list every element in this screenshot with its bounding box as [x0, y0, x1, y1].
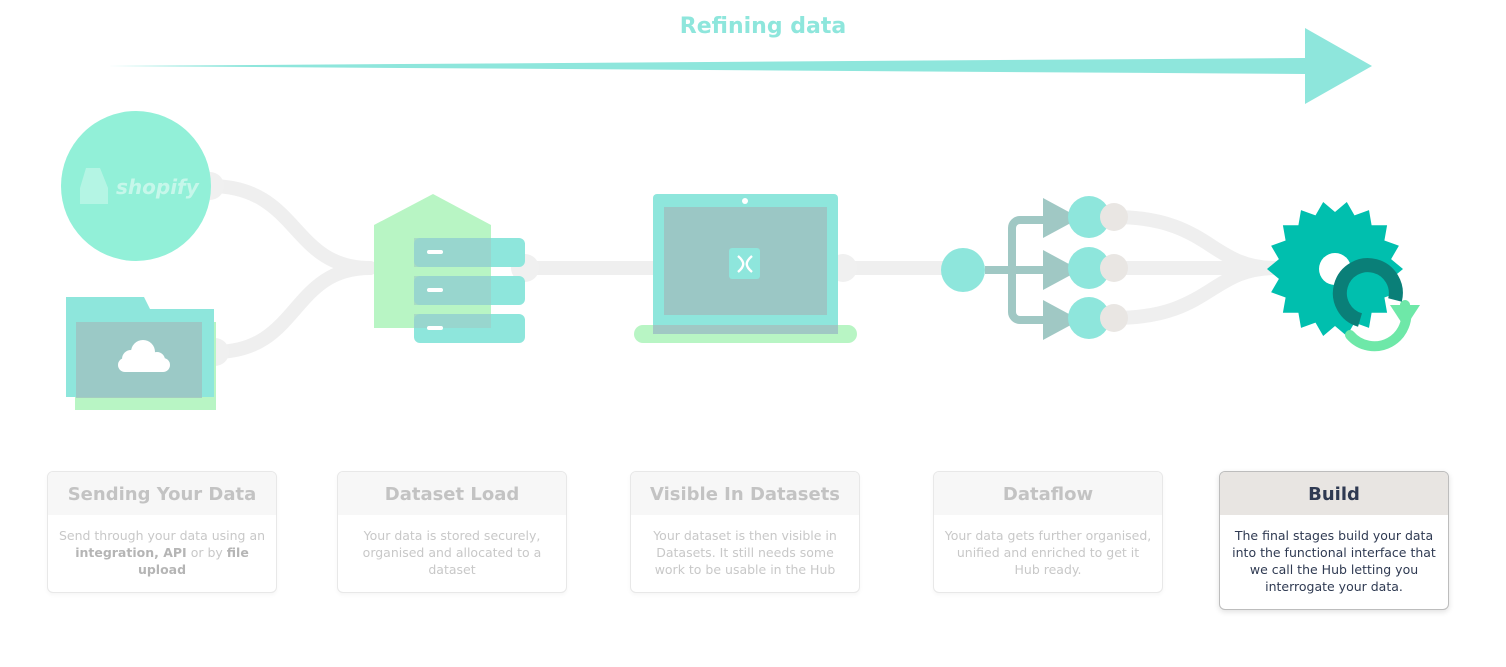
stage-card-visible: Visible In Datasets Your dataset is then…	[630, 471, 860, 593]
stage-card-dataflow: Dataflow Your data gets further organise…	[933, 471, 1163, 593]
stage-description: The final stages build your data into th…	[1232, 528, 1436, 594]
folder-icon	[66, 297, 216, 410]
hub-logo-icon	[729, 248, 760, 279]
cloud-icon	[118, 340, 170, 372]
stage-title: Dataflow	[934, 472, 1162, 515]
refresh-icon	[1332, 258, 1420, 352]
server-icon	[374, 194, 525, 343]
process-diagram: shopify	[61, 28, 1420, 410]
stage-description: Your data is stored securely, organised …	[362, 528, 542, 577]
connector-lines	[203, 179, 1282, 359]
shopify-logo-text: shopify	[116, 175, 200, 199]
stage-description: Send through your data using an integrat…	[58, 528, 266, 577]
stage-title: Visible In Datasets	[631, 472, 859, 515]
stage-title: Dataset Load	[338, 472, 566, 515]
stage-title: Build	[1220, 472, 1448, 515]
gear-icon	[1267, 202, 1403, 336]
header-title: Refining data	[679, 14, 847, 39]
stage-card-build: Build The final stages build your data i…	[1219, 471, 1449, 610]
refining-arrow-icon	[108, 28, 1372, 104]
laptop-icon	[634, 194, 857, 343]
stage-title: Sending Your Data	[48, 472, 276, 515]
stage-description: Your data gets further organised, unifie…	[944, 528, 1152, 577]
stage-card-dataset-load: Dataset Load Your data is stored securel…	[337, 471, 567, 593]
stage-description: Your dataset is then visible in Datasets…	[653, 528, 837, 577]
branch-icon	[941, 196, 1128, 340]
shopify-icon: shopify	[61, 111, 211, 261]
stage-card-sending: Sending Your Data Send through your data…	[47, 471, 277, 593]
